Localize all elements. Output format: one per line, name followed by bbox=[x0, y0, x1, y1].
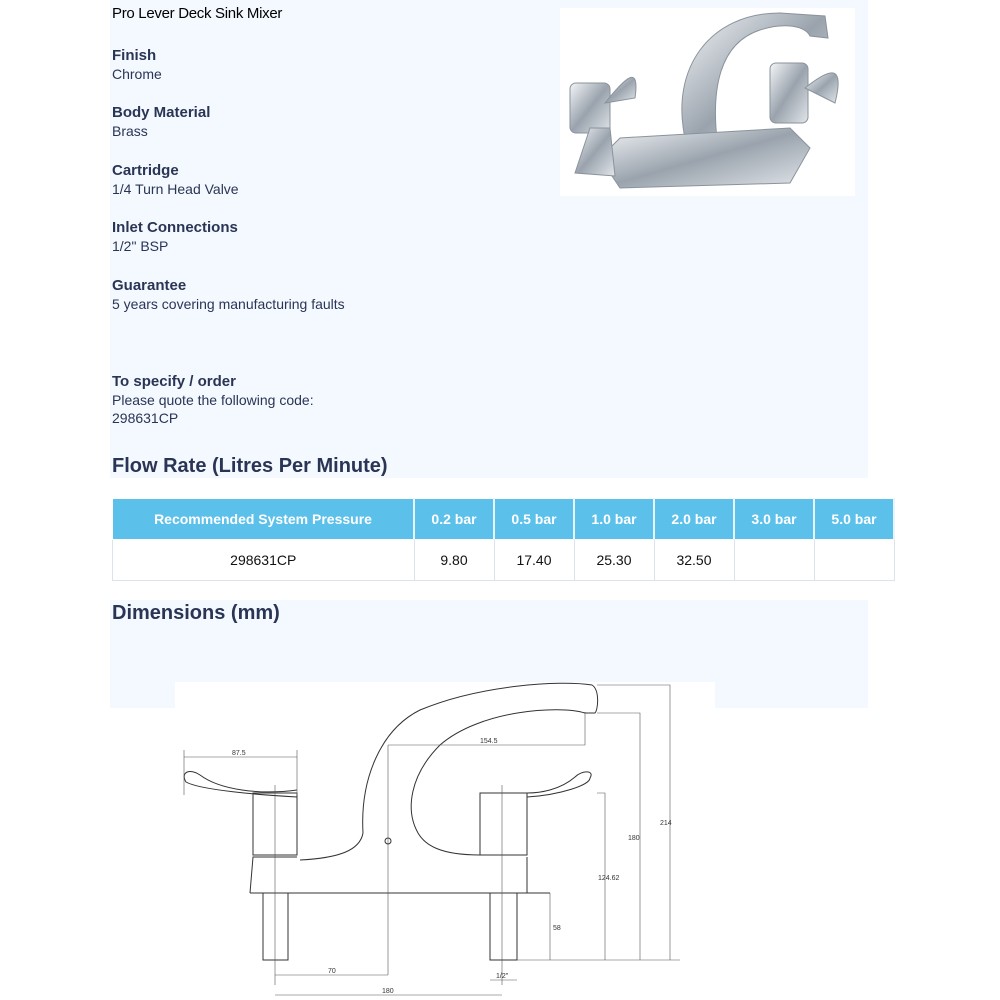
dim-half-centres: 70 bbox=[328, 968, 336, 975]
right-lever bbox=[526, 771, 592, 798]
column-header: 0.2 bar bbox=[413, 498, 495, 540]
spec-label: Body Material bbox=[112, 104, 211, 121]
dim-tail: 58 bbox=[553, 925, 561, 932]
table-cell: 9.80 bbox=[413, 539, 495, 581]
column-header: 1.0 bar bbox=[573, 498, 655, 540]
spec-label: Guarantee bbox=[112, 277, 187, 294]
column-header: 5.0 bar bbox=[813, 498, 895, 540]
table-cell: 17.40 bbox=[493, 539, 575, 581]
table-cell bbox=[733, 539, 815, 581]
spout-outline bbox=[362, 682, 599, 856]
order-line: Please quote the following code: bbox=[112, 392, 314, 408]
spec-cartridge: Cartridge 1/4 Turn Head Valve bbox=[112, 162, 239, 198]
deck-base bbox=[249, 856, 550, 894]
table-cell: 25.30 bbox=[573, 539, 655, 581]
flow-rate-heading: Flow Rate (Litres Per Minute) bbox=[112, 455, 388, 477]
order-code: 298631CP bbox=[112, 410, 179, 426]
product-image bbox=[560, 8, 855, 196]
spec-value: Brass bbox=[112, 123, 148, 139]
table-cell bbox=[813, 539, 895, 581]
column-header: 2.0 bar bbox=[653, 498, 735, 540]
order-label: To specify / order bbox=[112, 373, 236, 390]
spec-label: Finish bbox=[112, 47, 157, 64]
spec-guarantee: Guarantee 5 years covering manufacturing … bbox=[112, 277, 345, 313]
spec-value: 1/2" BSP bbox=[112, 238, 169, 254]
table-row: 298631CP 9.80 17.40 25.30 32.50 bbox=[112, 539, 895, 581]
spec-value: 5 years covering manufacturing faults bbox=[112, 296, 345, 312]
spec-value: Chrome bbox=[112, 66, 162, 82]
product-title: Pro Lever Deck Sink Mixer bbox=[112, 5, 283, 22]
table-cell: 32.50 bbox=[653, 539, 735, 581]
spec-value: 1/4 Turn Head Valve bbox=[112, 181, 239, 197]
spec-label: Cartridge bbox=[112, 162, 179, 179]
flow-rate-table: Recommended System Pressure 0.2 bar 0.5 … bbox=[112, 498, 895, 581]
spec-label: Inlet Connections bbox=[112, 219, 238, 236]
table-header-row: Recommended System Pressure 0.2 bar 0.5 … bbox=[112, 498, 895, 540]
dim-spout-outlet: 180 bbox=[628, 835, 640, 842]
left-lever bbox=[183, 771, 298, 798]
dim-inlet: 1/2" bbox=[496, 973, 509, 980]
dim-reach: 154.5 bbox=[480, 738, 498, 745]
dim-height-handle: 124.62 bbox=[598, 875, 620, 882]
dim-centres: 180 bbox=[382, 988, 394, 995]
dimensions-heading: Dimensions (mm) bbox=[112, 602, 280, 624]
spec-inlet: Inlet Connections 1/2" BSP bbox=[112, 219, 238, 255]
column-header: Recommended System Pressure bbox=[112, 498, 415, 540]
dim-overall: 214 bbox=[660, 820, 672, 827]
dim-handle: 87.5 bbox=[232, 750, 246, 757]
column-header: 3.0 bar bbox=[733, 498, 815, 540]
table-cell: 298631CP bbox=[112, 539, 415, 581]
